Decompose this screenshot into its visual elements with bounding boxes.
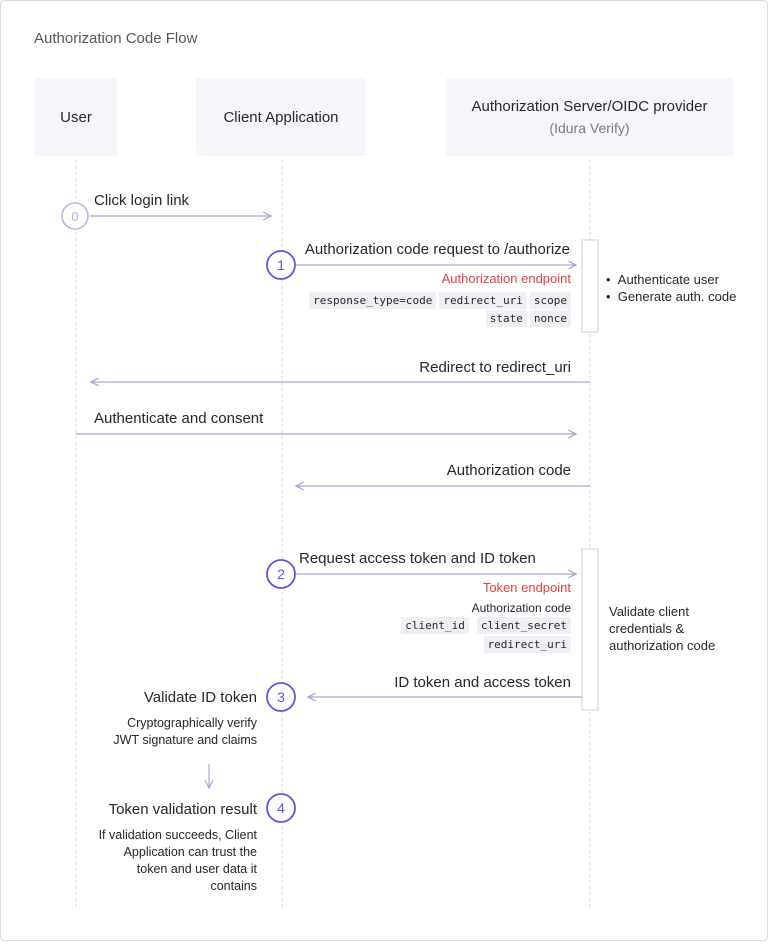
server-validate-line-3: authorization code (609, 638, 716, 653)
client-validate-desc-line-2: JWT signature and claims (113, 733, 257, 747)
msg-id-access-token: ID token and access token (394, 674, 571, 691)
server-bullet-authenticate-label: Authenticate user (617, 272, 719, 287)
auth-params-row-1: response_type=code redirect_uri scope (309, 292, 571, 309)
step-number-3: 3 (277, 689, 285, 705)
step-number-1: 1 (277, 257, 285, 273)
bullet-dot-icon: • (606, 272, 618, 287)
client-validate-desc: Cryptographically verify JWT signature a… (57, 715, 257, 749)
step-circle-1 (266, 250, 296, 280)
param-client-id: client_id (401, 617, 469, 634)
server-bullet-generate: • Generate auth. code (606, 289, 736, 304)
step-circle-3 (266, 682, 296, 712)
step-number-2: 2 (277, 566, 285, 582)
step-number-4: 4 (277, 800, 285, 816)
param-nonce: nonce (529, 310, 571, 327)
token-params-row-1: client_id client_secret (401, 617, 571, 634)
server-bullet-authenticate: • Authenticate user (606, 272, 719, 287)
diagram-title: Authorization Code Flow (34, 30, 198, 47)
step-circle-4 (266, 793, 296, 823)
msg-auth-endpoint: Authorization endpoint (441, 271, 571, 286)
client-result-desc-line-4: contains (210, 879, 257, 893)
param-redirect-uri: redirect_uri (439, 292, 527, 309)
activation-box-token (581, 548, 599, 711)
msg-auth-code: Authorization code (446, 462, 571, 479)
token-params-title: Authorization code (471, 601, 571, 615)
step-circle-0 (61, 202, 89, 230)
actor-server-sublabel: (Idura Verify) (549, 120, 630, 136)
server-validate-line-2: credentials & (609, 621, 685, 636)
client-validate-desc-line-1: Cryptographically verify (127, 716, 257, 730)
actor-server: Authorization Server/OIDC provider (Idur… (446, 78, 733, 156)
server-validate-line-1: Validate client (609, 604, 689, 619)
msg-auth-request: Authorization code request to /authorize (304, 241, 570, 258)
client-result-title: Token validation result (108, 801, 257, 818)
param-state: state (485, 310, 527, 327)
step-circle-2 (266, 559, 296, 589)
client-result-desc: If validation succeeds, Client Applicati… (37, 827, 257, 895)
msg-redirect: Redirect to redirect_uri (419, 359, 571, 376)
actor-server-label: Authorization Server/OIDC provider (471, 98, 708, 115)
param-scope: scope (529, 292, 571, 309)
activation-box-authorize (581, 239, 599, 333)
msg-click-login: Click login link (94, 192, 190, 209)
actor-client-label: Client Application (223, 108, 339, 126)
auth-params-row-2: state nonce (485, 310, 571, 327)
server-bullet-generate-label: Generate auth. code (617, 289, 737, 304)
client-result-desc-line-2: Application can trust the (123, 845, 257, 859)
actor-client: Client Application (196, 78, 366, 156)
client-validate-title: Validate ID token (143, 689, 257, 706)
param-redirect-uri-token: redirect_uri (483, 636, 571, 653)
msg-token-endpoint: Token endpoint (482, 580, 571, 595)
step-number-0: 0 (71, 209, 78, 224)
bullet-dot-icon: • (606, 289, 618, 304)
client-result-desc-line-1: If validation succeeds, Client (98, 828, 257, 842)
client-result-desc-line-3: token and user data it (136, 862, 257, 876)
msg-request-tokens: Request access token and ID token (299, 550, 536, 567)
token-params-row-2: redirect_uri (483, 635, 571, 653)
msg-authenticate-consent: Authenticate and consent (94, 410, 264, 427)
param-client-secret: client_secret (476, 617, 571, 634)
actor-user-label: User (60, 108, 92, 126)
param-response-type: response_type=code (309, 292, 437, 309)
actor-user: User (35, 78, 117, 156)
server-validate-note: Validate client credentials & authorizat… (609, 603, 715, 654)
